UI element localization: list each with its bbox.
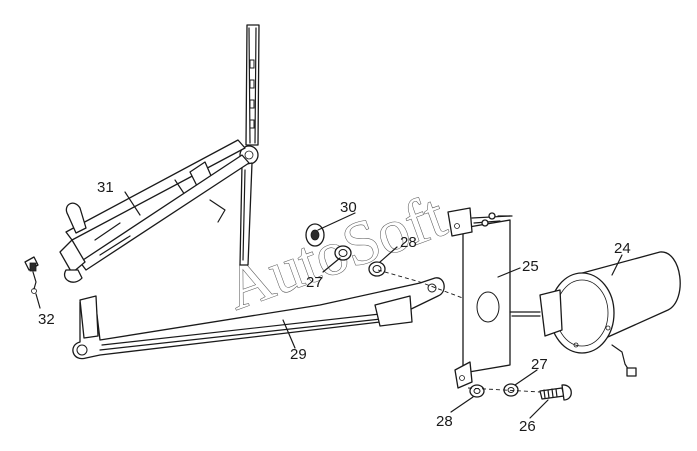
callout-28-right: 28: [436, 413, 453, 430]
mounting-bracket: [447, 207, 513, 389]
washer-28-right: [469, 384, 485, 398]
wiper-arm-linkage: [59, 24, 260, 283]
callout-27-left: 27: [306, 274, 323, 291]
callout-27-right: 27: [531, 356, 548, 373]
wiper-motor: [509, 251, 681, 377]
callout-28-left: 28: [400, 234, 417, 251]
drive-link-rod: [72, 277, 445, 360]
callout-30: 30: [340, 199, 357, 216]
callout-25: 25: [522, 258, 539, 275]
washer-27-left: [334, 245, 352, 261]
washer-28-left: [368, 261, 386, 277]
callout-24: 24: [614, 240, 631, 257]
callout-26: 26: [519, 418, 536, 435]
callout-32: 32: [38, 311, 55, 328]
callout-31: 31: [97, 179, 114, 196]
callout-29: 29: [290, 346, 307, 363]
leader-lines: [35, 191, 623, 419]
bushing: [305, 223, 325, 247]
wire-connector: [24, 256, 39, 294]
bolt: [539, 384, 572, 401]
assembly-line-right: [467, 387, 541, 393]
assembly-line-left: [377, 269, 469, 301]
